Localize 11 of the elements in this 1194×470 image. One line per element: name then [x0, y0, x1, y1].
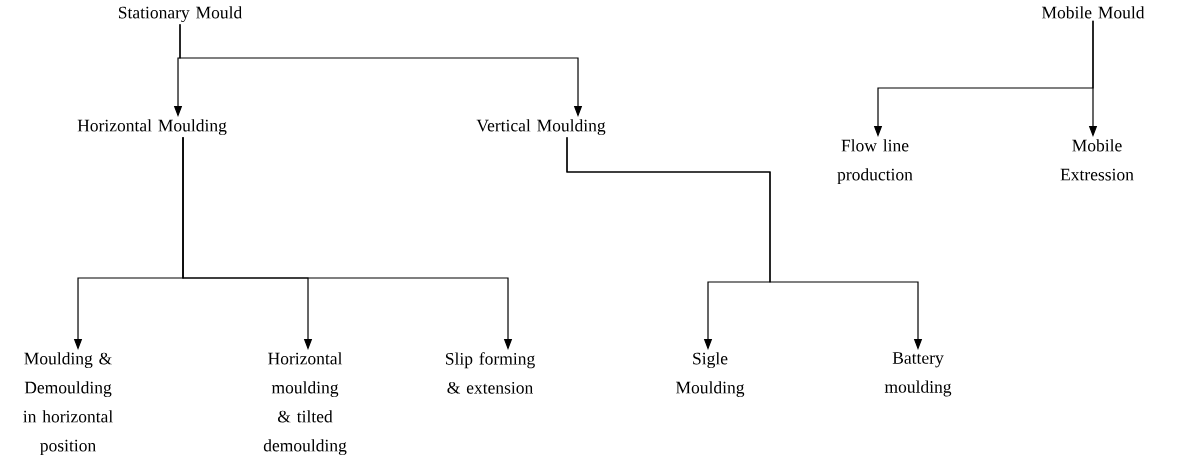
category-label: Mobile Extression: [1060, 139, 1134, 181]
category-label: Horizontal moulding & tilted demoulding: [263, 352, 347, 456]
category-label: Flow line production: [837, 139, 913, 185]
category-label: Horizontal Moulding: [77, 119, 227, 136]
category-label: Stationary Mould: [118, 6, 242, 23]
category-label: Sigle Moulding: [676, 352, 745, 398]
category-label: Moulding & Demoulding in horizontal position: [23, 352, 113, 456]
category-label: Mobile Mould: [1042, 6, 1145, 19]
category-label: Slip forming & extension: [446, 352, 535, 394]
category-label: Battery moulding: [884, 352, 952, 397]
category-label: Vertical Moulding: [476, 119, 606, 136]
